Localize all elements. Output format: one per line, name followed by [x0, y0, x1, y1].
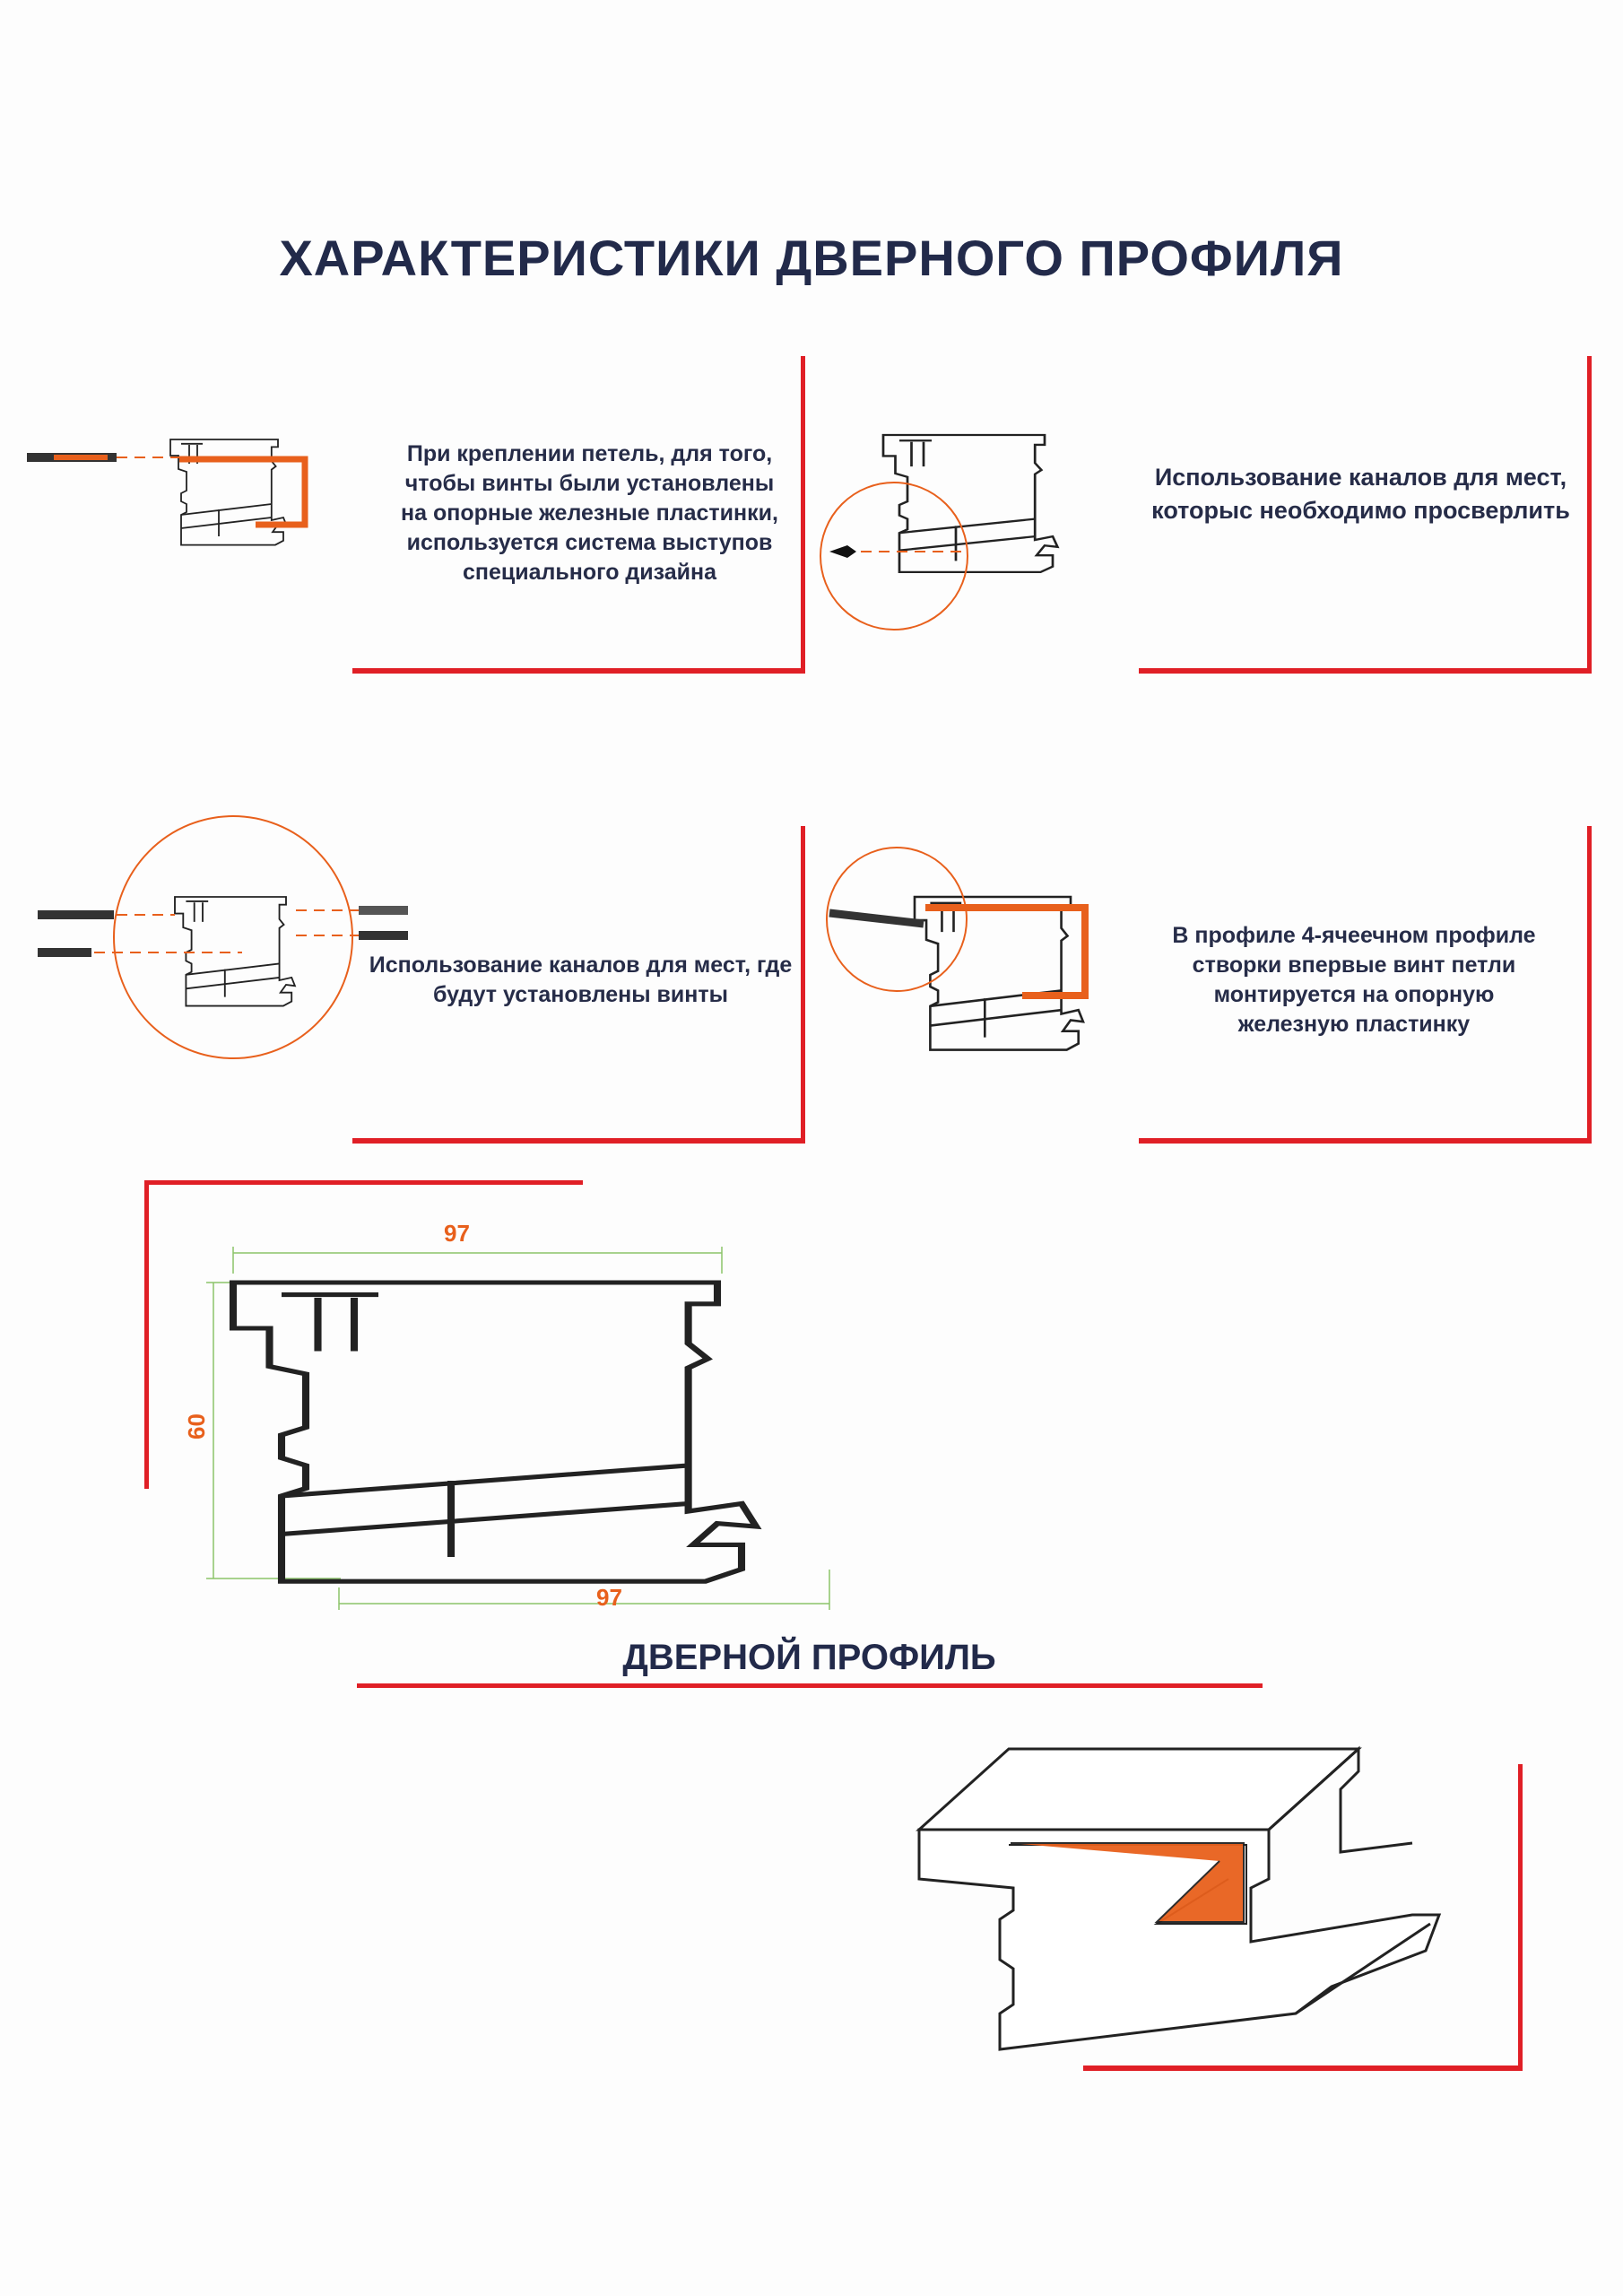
panel-2-text: Использование каналов для мест, которыс … — [1134, 461, 1587, 527]
panel-4-line: В профиле 4-ячеечном профиле — [1172, 923, 1536, 948]
panel-3-text: Использование каналов для мест, где буду… — [359, 951, 803, 1010]
drill-icon — [829, 545, 856, 558]
panel-1-line: При креплении петель, для того, — [406, 441, 773, 466]
dimension-bracket-vertical — [144, 1180, 149, 1489]
panel-3-bracket-vertical — [801, 826, 805, 1142]
door-profile-3d — [916, 1745, 1442, 2051]
screw-icon — [829, 909, 924, 928]
screw-icon — [27, 453, 117, 462]
highlight-circle — [826, 847, 968, 992]
page-title: ХАРАКТЕРИСТИКИ ДВЕРНОГО ПРОФИЛЯ — [279, 230, 1344, 286]
dimension-bottom-width: 97 — [596, 1584, 622, 1611]
panel-4-bracket-horizontal — [1139, 1138, 1592, 1144]
panel-2-line: Использование каналов для мест, — [1154, 464, 1567, 491]
section-title-underline — [357, 1683, 1263, 1688]
dimension-top-width: 97 — [444, 1220, 470, 1247]
section-title: ДВЕРНОЙ ПРОФИЛЬ — [622, 1638, 996, 1677]
panel-4-bracket-vertical — [1587, 826, 1592, 1142]
panel-1-bracket-vertical — [801, 356, 805, 672]
panel-4-text: В профиле 4-ячеечном профиле створки впе… — [1134, 921, 1574, 1039]
panel-2-bracket-vertical — [1587, 356, 1592, 672]
panel-2-illustration — [820, 433, 1059, 631]
panel-1-bracket-horizontal — [352, 668, 805, 674]
panel-1-line: специального дизайна — [462, 560, 717, 585]
panel-1-line: чтобы винты были установлены — [404, 471, 775, 496]
panel-4-line: монтируется на опорную — [1213, 982, 1495, 1007]
door-profile-drawing — [206, 1247, 830, 1610]
highlight-circle — [820, 482, 968, 631]
panel-4-line: железную пластинку — [1237, 1012, 1471, 1037]
panel-3-illustration — [38, 815, 408, 1059]
screw-icon — [38, 910, 114, 919]
highlight-circle — [113, 815, 353, 1059]
panel-3-bracket-horizontal — [352, 1138, 805, 1144]
panel-4-illustration — [826, 847, 1089, 1051]
panel-4-line: створки впервые винт петли — [1192, 952, 1516, 978]
panel-1-illustration — [27, 439, 308, 546]
panel-3-line: Использование каналов для мест, где — [369, 952, 793, 978]
screw-icon — [359, 906, 408, 915]
panel-1-text: При креплении петель, для того, чтобы ви… — [377, 439, 803, 587]
dimension-bracket-horizontal — [146, 1180, 583, 1185]
screw-icon — [38, 948, 91, 957]
bottom-bracket-horizontal — [1083, 2066, 1523, 2071]
panel-1-line: используется система выступов — [406, 530, 773, 555]
panel-2-bracket-horizontal — [1139, 668, 1592, 674]
panel-3-line: будут установлены винты — [433, 982, 728, 1007]
panel-2-line: которыс необходимо просверлить — [1151, 497, 1570, 524]
bottom-bracket-vertical — [1518, 1764, 1523, 2070]
dimension-height: 60 — [182, 1413, 210, 1439]
screw-icon — [359, 931, 408, 940]
panel-1-line: на опорные железные пластинки, — [401, 500, 778, 526]
